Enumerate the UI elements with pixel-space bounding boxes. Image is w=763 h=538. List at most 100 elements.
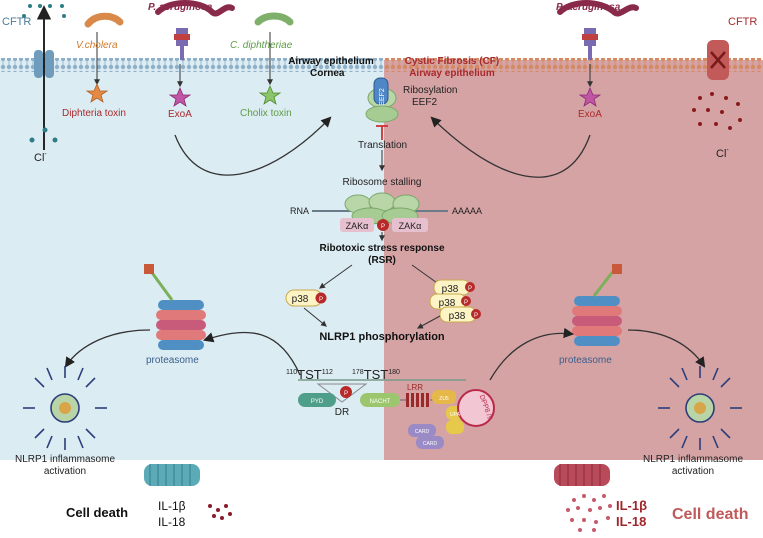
- tst-178-180-label: 178TST180: [352, 367, 400, 382]
- nlrp1-to-proteasome-right-arrow: [489, 327, 575, 381]
- nlrp1-to-proteasome-left-arrow: [203, 331, 301, 376]
- eef2-icon-label: EEF2: [379, 88, 386, 106]
- tst-110-112-label: 110TST112: [286, 367, 333, 382]
- il1b-left-label: IL-1β: [158, 499, 186, 513]
- inflammasome-left-label-2: activation: [44, 466, 86, 477]
- membrane-left: [0, 58, 384, 72]
- pyd-label: PYD: [311, 399, 324, 405]
- inflammasome-right-label-1: NLRP1 inflammasome: [643, 454, 743, 465]
- vcholera-bacterium-icon: [84, 12, 124, 28]
- cholix-toxin-label: Cholix toxin: [240, 108, 292, 119]
- p38-left-label: p38: [292, 294, 309, 305]
- p38-stack-label-2: p38: [439, 298, 456, 309]
- cdiphtheriae-label: C. diphtheriae: [230, 40, 293, 51]
- chloride-dots-bottom-icon: [29, 127, 58, 143]
- il1b-right-label: IL-1β: [616, 498, 647, 513]
- p38-stack-label-1: p38: [442, 284, 459, 295]
- nlrp1-phospho-icon: [340, 386, 352, 398]
- card-domain-2: [416, 436, 444, 449]
- translation-label: Translation: [358, 140, 407, 151]
- ribosylation-label: Ribosylation: [403, 85, 457, 96]
- dr-loop-icon: [316, 383, 368, 403]
- diphtheria-toxin-star-icon: [85, 82, 109, 103]
- zu5-domain: [432, 390, 456, 404]
- chloride-right-label: Cl-: [716, 147, 729, 160]
- cytokine-dots-left-icon: [208, 504, 232, 520]
- chloride-left-label: Cl-: [34, 151, 47, 164]
- lrr-label: LRR: [407, 383, 423, 392]
- cftr-blocked-right-icon: [707, 40, 729, 80]
- card-1-label: CARD: [415, 429, 430, 435]
- cftr-channel-left-icon: [34, 50, 54, 78]
- lrr-domain: [406, 393, 429, 407]
- svg-text:P: P: [319, 297, 323, 303]
- cftr-left-label: CFTR: [2, 16, 31, 28]
- airway-epithelium-label: Airway epithelium: [288, 56, 374, 67]
- vcholera-label: V.cholera: [76, 40, 118, 51]
- zaka-phospho-icon: [377, 219, 389, 231]
- pore-right-icon: [554, 464, 610, 486]
- right-exoa-to-ribosome-arrow: [430, 116, 591, 178]
- proteasome-to-inflammasome-right-arrow: [627, 329, 706, 368]
- zaka-right-box: [392, 218, 428, 232]
- exoa-left-label: ExoA: [168, 109, 192, 120]
- paeruginosa-bacterium-right-icon: [557, 0, 639, 17]
- card-2-label: CARD: [423, 441, 438, 447]
- polya-label: AAAAA: [452, 206, 482, 216]
- cdiphtheriae-bacterium-icon: [254, 12, 294, 26]
- cholix-toxin-star-icon: [258, 84, 282, 105]
- il18-left-label: IL-18: [158, 515, 186, 529]
- svg-text:P: P: [464, 300, 468, 306]
- rsr-abbrev-label: (RSR): [368, 255, 396, 266]
- rsr-to-p38-right-arrow: [411, 264, 441, 286]
- inflammasome-right-icon: [658, 366, 742, 450]
- paeruginosa-left-label: P. aeruginosa: [148, 2, 213, 13]
- nlrp1-phosphorylation-label: NLRP1 phosphorylation: [319, 331, 445, 343]
- proteasome-right-icon: [572, 264, 622, 346]
- cornea-label: Cornea: [310, 68, 345, 79]
- nacht-label: NACHT: [370, 399, 391, 405]
- chloride-dots-top-icon: [22, 4, 66, 18]
- cytokine-dots-right-icon: [566, 494, 612, 532]
- diphtheria-toxin-label: Diphteria toxin: [62, 108, 126, 119]
- paeruginosa-bacterium-left-icon: [155, 0, 235, 17]
- rsr-to-p38-left-arrow: [319, 264, 353, 289]
- rsr-label: Ribotoxic stress response: [319, 243, 444, 254]
- il18-right-label: IL-18: [616, 514, 646, 529]
- inflammasome-left-icon: [23, 366, 107, 450]
- inflammasome-left-label-1: NLRP1 inflammasome: [15, 454, 115, 465]
- cf-title-label: Cystic Fibrosis (CF): [405, 56, 499, 67]
- upa-label: UPA: [450, 412, 461, 418]
- ribosome-eef2-icon: [365, 77, 399, 123]
- paeruginosa-right-label: P. aeruginosa: [556, 2, 621, 13]
- inflammasome-right-label-2: activation: [672, 466, 714, 477]
- proteasome-left-icon: [144, 264, 206, 350]
- exoa-right-label: ExoA: [578, 109, 602, 120]
- membrane-right: [384, 58, 763, 72]
- secretion-system-left-icon: [174, 28, 190, 60]
- cftr-right-label: CFTR: [728, 16, 757, 28]
- proteasome-right-label: proteasome: [559, 355, 612, 366]
- ribosome-stalling-label: Ribosome stalling: [343, 177, 422, 188]
- exoa-star-left-icon: [168, 86, 192, 107]
- proteasome-left-label: proteasome: [146, 355, 199, 366]
- pore-left-icon: [144, 464, 200, 486]
- cf-airway-label: Airway epithelium: [409, 68, 495, 79]
- pyd-domain: [298, 393, 336, 407]
- card-domain-1: [408, 424, 436, 437]
- proteasome-to-inflammasome-left-arrow: [64, 329, 151, 368]
- cell-death-right-label: Cell death: [672, 506, 748, 523]
- rna-label: RNA: [290, 206, 309, 216]
- dpp9-ring-icon: [457, 389, 495, 427]
- chloride-dots-right-icon: [692, 92, 742, 130]
- eef2-label: EEF2: [412, 97, 437, 108]
- p38-stack-label-3: p38: [449, 311, 466, 322]
- cell-death-left-label: Cell death: [66, 505, 128, 520]
- svg-text:P: P: [468, 286, 472, 292]
- p38-left-phospho-icon: [315, 292, 327, 304]
- svg-text:P: P: [474, 313, 478, 319]
- zu5-label: ZU5: [439, 396, 449, 402]
- dr-label: DR: [335, 407, 349, 418]
- zaka-left-box: [340, 218, 374, 232]
